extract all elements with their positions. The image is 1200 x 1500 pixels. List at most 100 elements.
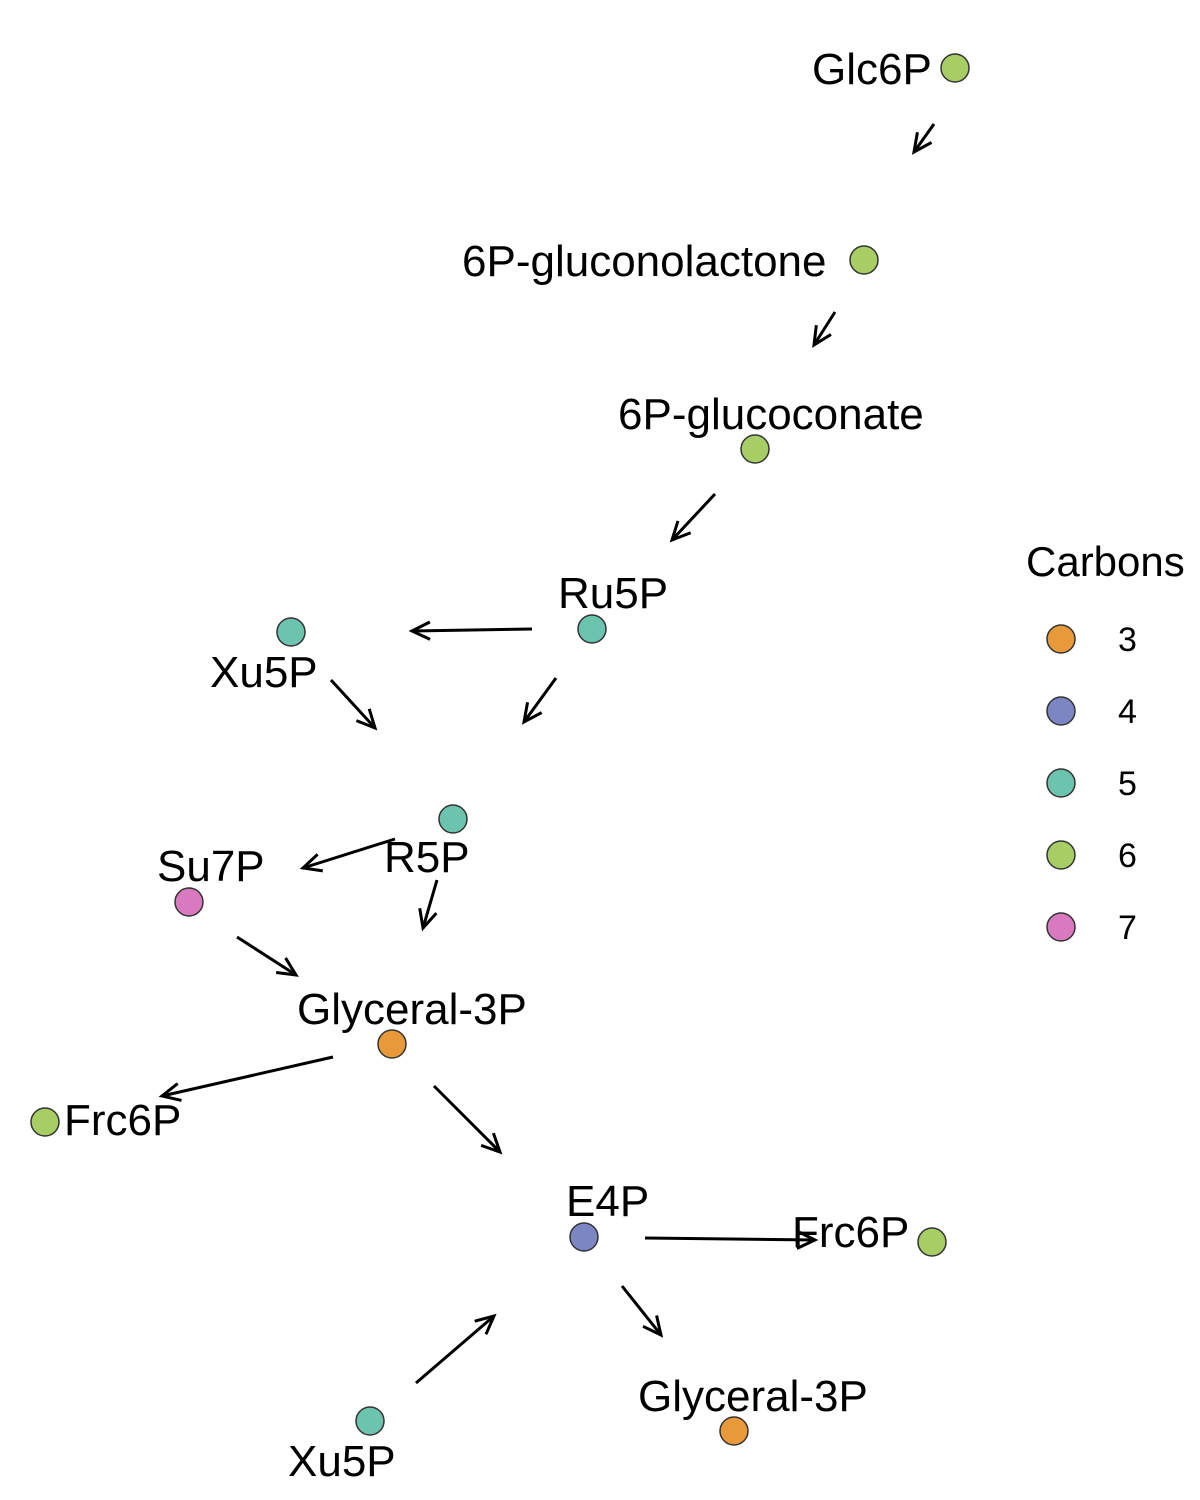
edge-line bbox=[912, 123, 936, 153]
edge-line bbox=[644, 1236, 816, 1242]
legend-label: 7 bbox=[1118, 909, 1137, 947]
node-dot bbox=[719, 1416, 749, 1446]
node-dot bbox=[377, 1029, 407, 1059]
node-label: Xu5P bbox=[210, 648, 318, 697]
node-dot bbox=[276, 617, 306, 647]
node-label: Glc6P bbox=[812, 45, 932, 94]
node-dot bbox=[30, 1107, 60, 1137]
legend-label: 6 bbox=[1118, 837, 1137, 875]
node-xu5p-2: Xu5P bbox=[288, 1406, 396, 1486]
node-xu5p-1: Xu5P bbox=[210, 617, 318, 697]
edge-line bbox=[329, 678, 377, 730]
node-frc6p-1: Frc6P bbox=[30, 1096, 181, 1145]
node-ru5p: Ru5P bbox=[558, 569, 668, 644]
node-6pgl: 6P-gluconolactone bbox=[462, 237, 879, 286]
node-dot bbox=[355, 1406, 385, 1436]
node-label: R5P bbox=[384, 833, 470, 882]
arrowhead-icon bbox=[355, 708, 378, 731]
edge-6pgc-to-ru5p bbox=[669, 492, 717, 543]
arrowhead-icon bbox=[521, 702, 543, 725]
node-r5p: R5P bbox=[384, 804, 470, 882]
legend-item-7: 7 bbox=[1046, 909, 1137, 947]
arrowhead-icon bbox=[642, 1315, 664, 1338]
arrowhead-icon bbox=[158, 1082, 182, 1102]
arrowhead-icon bbox=[480, 1132, 503, 1155]
edge-line bbox=[620, 1285, 663, 1336]
edge-xu5p-1-to-r5p bbox=[329, 678, 378, 731]
arrowhead-icon bbox=[418, 908, 438, 932]
legend-label: 3 bbox=[1118, 621, 1137, 659]
node-su7p: Su7P bbox=[157, 842, 265, 917]
legend: Carbons 3 4 5 6 7 bbox=[1026, 538, 1185, 947]
edge-line bbox=[302, 837, 396, 870]
edge-line bbox=[236, 935, 297, 977]
edge-ru5p-to-r5p bbox=[521, 677, 558, 725]
node-label: E4P bbox=[566, 1177, 649, 1226]
legend-label: 4 bbox=[1118, 693, 1137, 731]
arrowhead-icon bbox=[796, 1229, 819, 1250]
arrowhead-icon bbox=[299, 853, 324, 873]
edge-line bbox=[421, 879, 439, 929]
edge-line bbox=[411, 627, 533, 633]
node-label: 6P-glucoconate bbox=[618, 390, 924, 439]
arrowhead-icon bbox=[474, 1313, 497, 1335]
legend-swatch bbox=[1046, 624, 1076, 654]
legend-item-4: 4 bbox=[1046, 693, 1137, 731]
node-g3p-2: Glyceral-3P bbox=[638, 1372, 868, 1446]
edge-glc6p-to-6pgl bbox=[911, 123, 936, 155]
legend-item-5: 5 bbox=[1046, 765, 1137, 803]
arrowhead-icon bbox=[669, 520, 692, 543]
node-label: Glyceral-3P bbox=[638, 1372, 868, 1421]
node-g3p-1: Glyceral-3P bbox=[297, 985, 527, 1059]
arrowhead-icon bbox=[408, 620, 431, 641]
node-label: Xu5P bbox=[288, 1437, 396, 1486]
edge-e4p-to-g3p-2 bbox=[620, 1285, 664, 1338]
edge-r5p-to-g3p-1 bbox=[418, 879, 439, 932]
edge-g3p-1-to-frc6p-1 bbox=[158, 1055, 334, 1102]
edge-ru5p-to-xu5p-1 bbox=[408, 620, 533, 641]
legend-items: 3 4 5 6 7 bbox=[1046, 621, 1137, 947]
edge-xu5p-2-to-e4p bbox=[415, 1313, 497, 1385]
node-label: Ru5P bbox=[558, 569, 668, 618]
edge-line bbox=[522, 677, 558, 723]
node-dot bbox=[174, 887, 204, 917]
edge-line bbox=[670, 492, 717, 542]
node-dot bbox=[940, 53, 970, 83]
node-glc6p: Glc6P bbox=[812, 45, 970, 94]
edge-line bbox=[812, 311, 837, 346]
edge-line bbox=[432, 1084, 502, 1154]
node-dot bbox=[849, 245, 879, 275]
legend-swatch bbox=[1046, 768, 1076, 798]
node-label: 6P-gluconolactone bbox=[462, 237, 826, 286]
edge-line bbox=[161, 1055, 334, 1098]
legend-swatch bbox=[1046, 840, 1076, 870]
arrowhead-icon bbox=[812, 324, 832, 348]
legend-label: 5 bbox=[1118, 765, 1137, 803]
legend-swatch bbox=[1046, 696, 1076, 726]
node-dot bbox=[740, 434, 770, 464]
arrowhead-icon bbox=[275, 957, 299, 977]
edge-e4p-to-frc6p-2 bbox=[644, 1229, 819, 1250]
node-label: Frc6P bbox=[792, 1208, 909, 1257]
node-label: Frc6P bbox=[64, 1096, 181, 1145]
node-dot bbox=[577, 614, 607, 644]
edge-g3p-1-to-e4p bbox=[432, 1084, 503, 1155]
node-e4p: E4P bbox=[566, 1177, 649, 1252]
nodes-layer: Glc6P 6P-gluconolactone 6P-glucoconateRu5P… bbox=[30, 45, 970, 1486]
edge-su7p-to-g3p-1 bbox=[236, 935, 299, 977]
node-frc6p-2: Frc6P bbox=[792, 1208, 947, 1257]
node-label: Glyceral-3P bbox=[297, 985, 527, 1034]
node-dot bbox=[569, 1222, 599, 1252]
legend-item-3: 3 bbox=[1046, 621, 1137, 659]
edge-r5p-to-su7p bbox=[299, 837, 396, 873]
edge-6pgl-to-6pgc bbox=[812, 311, 837, 348]
edges-layer bbox=[158, 123, 936, 1385]
edge-line bbox=[415, 1314, 495, 1385]
legend-swatch bbox=[1046, 912, 1076, 942]
node-dot bbox=[917, 1227, 947, 1257]
legend-title: Carbons bbox=[1026, 538, 1185, 585]
node-dot bbox=[438, 804, 468, 834]
node-6pgc: 6P-glucoconate bbox=[618, 390, 924, 464]
legend-item-6: 6 bbox=[1046, 837, 1137, 875]
